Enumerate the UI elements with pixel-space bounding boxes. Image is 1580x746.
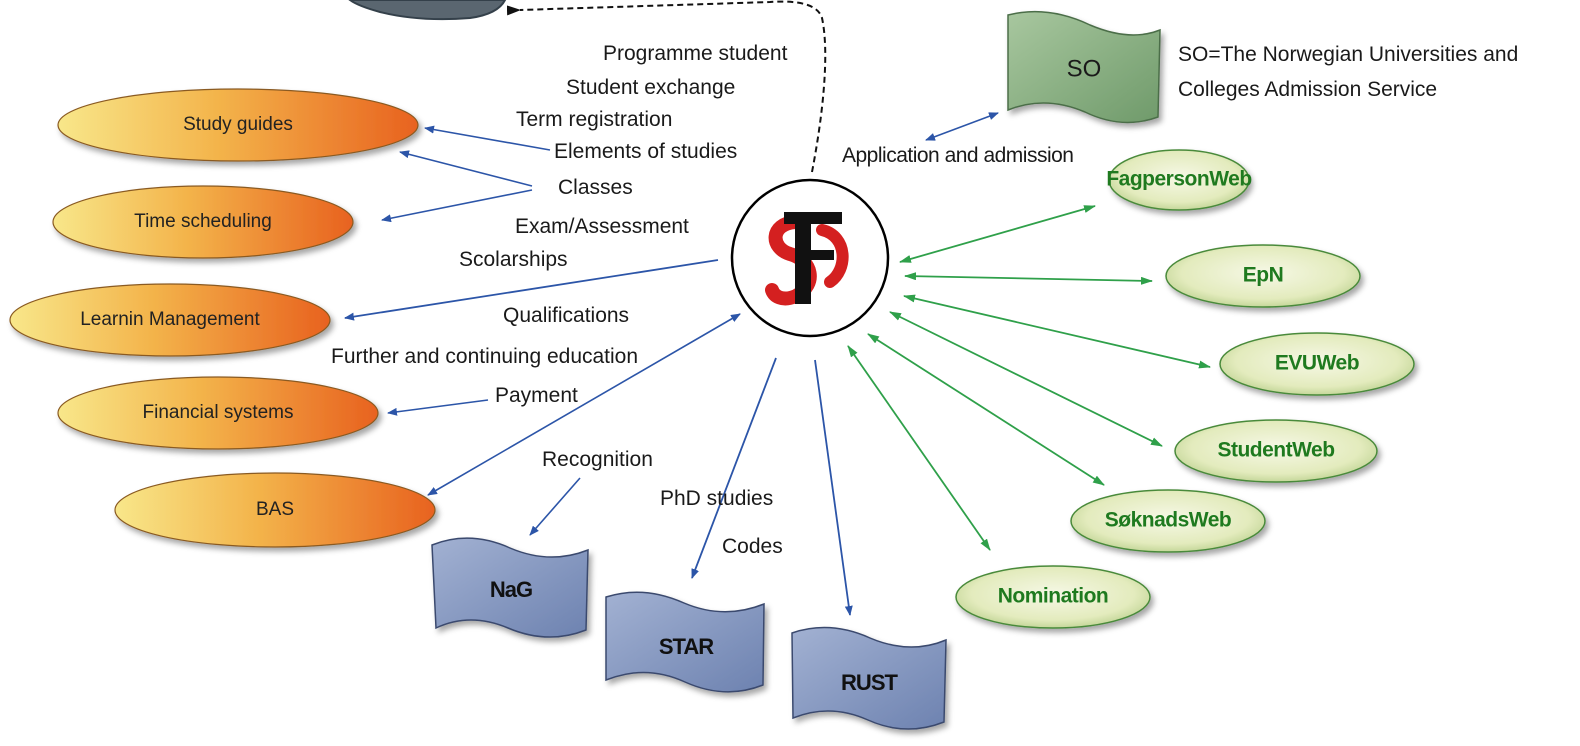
node-nag-label: NaG [490, 577, 532, 602]
node-epn-label: EpN [1243, 264, 1284, 287]
node-studentweb-label: StudentWeb [1217, 439, 1334, 462]
label-scolarships: Scolarships [459, 248, 568, 271]
node-star[interactable] [605, 591, 765, 693]
arrow-center-bas [427, 313, 741, 496]
label-elements-of-studies: Elements of studies [554, 140, 737, 163]
node-studentweb[interactable] [1174, 419, 1378, 483]
arrow-center-to-rust [814, 359, 853, 616]
node-so-label: SO [1067, 55, 1102, 82]
arrow-soknadsweb [867, 333, 1105, 486]
label-qualifications: Qualifications [503, 304, 629, 327]
green-arrows-right [847, 205, 1211, 551]
node-bas[interactable] [114, 472, 436, 548]
so-note-line1: SO=The Norwegian Universities and [1178, 43, 1518, 66]
arrow-epn [904, 272, 1153, 285]
label-codes: Codes [722, 535, 783, 558]
node-study-guides-label: Study guides [183, 114, 293, 135]
arrow-evuweb [903, 294, 1211, 369]
arrow-nomination [847, 345, 991, 551]
node-nag[interactable] [431, 537, 589, 638]
arrow-classes-to-study-guides [399, 150, 533, 187]
node-evuweb[interactable] [1219, 332, 1415, 396]
node-nomination-label: Nomination [998, 585, 1109, 608]
node-bas-label: BAS [256, 499, 294, 520]
arrow-center-to-star [691, 357, 777, 579]
arrow-studentweb [889, 311, 1163, 447]
cropped-grey-shape [348, 0, 507, 21]
relation-labels: Programme student Student exchange Term … [331, 42, 1074, 558]
label-recognition: Recognition [542, 448, 653, 471]
arrow-classes-to-time-scheduling [381, 189, 533, 223]
node-financial-systems-label: Financial systems [143, 402, 294, 423]
node-soknadsweb-label: SøknadsWeb [1105, 509, 1231, 532]
logo-f-stem [795, 212, 811, 304]
node-rust-label: RUST [841, 670, 898, 695]
label-classes: Classes [558, 176, 633, 199]
logo-f-mid [808, 250, 834, 260]
arrow-recognition-to-nag [529, 477, 581, 536]
node-soknadsweb[interactable] [1070, 489, 1266, 553]
node-time-scheduling[interactable] [52, 185, 354, 259]
node-fagpersonweb-label: FagpersonWeb [1106, 168, 1251, 191]
arrow-fagpersonweb [899, 205, 1096, 263]
arrow-to-study-guides [424, 125, 551, 151]
dashed-link-arrow [506, 0, 827, 173]
node-time-scheduling-label: Time scheduling [134, 211, 272, 232]
fs-center-logo: FS [730, 178, 890, 338]
label-application-admission: Application and admission [842, 144, 1073, 167]
label-exam-assessment: Exam/Assessment [515, 215, 689, 238]
node-study-guides[interactable] [57, 88, 419, 162]
label-term-registration: Term registration [516, 108, 672, 131]
node-nomination[interactable] [955, 565, 1151, 629]
logo-label: FS [809, 329, 811, 331]
node-epn[interactable] [1165, 244, 1361, 308]
node-rust[interactable] [791, 626, 947, 730]
logo-red-s2 [816, 224, 849, 288]
label-payment: Payment [495, 384, 578, 407]
arrow-payment-to-financial [387, 399, 489, 416]
node-fagpersonweb[interactable] [1108, 149, 1250, 211]
node-star-label: STAR [659, 634, 714, 659]
label-programme-student: Programme student [603, 42, 788, 65]
node-evuweb-label: EVUWeb [1275, 352, 1359, 375]
logo-f-top [784, 212, 842, 224]
orange-systems: Study guides Time scheduling Learnin Man… [9, 88, 436, 548]
label-further-education: Further and continuing education [331, 345, 638, 368]
blue-arrows-left [344, 112, 999, 616]
label-student-exchange: Student exchange [566, 76, 735, 99]
so-note-line2: Colleges Admission Service [1178, 78, 1437, 101]
node-so[interactable] [1007, 10, 1161, 124]
arrow-center-so [925, 112, 999, 141]
node-learnin-management-label: Learnin Management [80, 309, 260, 330]
node-learnin-management[interactable] [9, 283, 331, 357]
arrow-to-learning-management [344, 259, 719, 321]
node-financial-systems[interactable] [57, 376, 379, 450]
green-systems: FagpersonWeb EpN EVUWeb StudentWeb Søkna… [955, 149, 1415, 629]
blue-systems: NaG STAR RUST [431, 537, 947, 730]
label-phd-studies: PhD studies [660, 487, 773, 510]
